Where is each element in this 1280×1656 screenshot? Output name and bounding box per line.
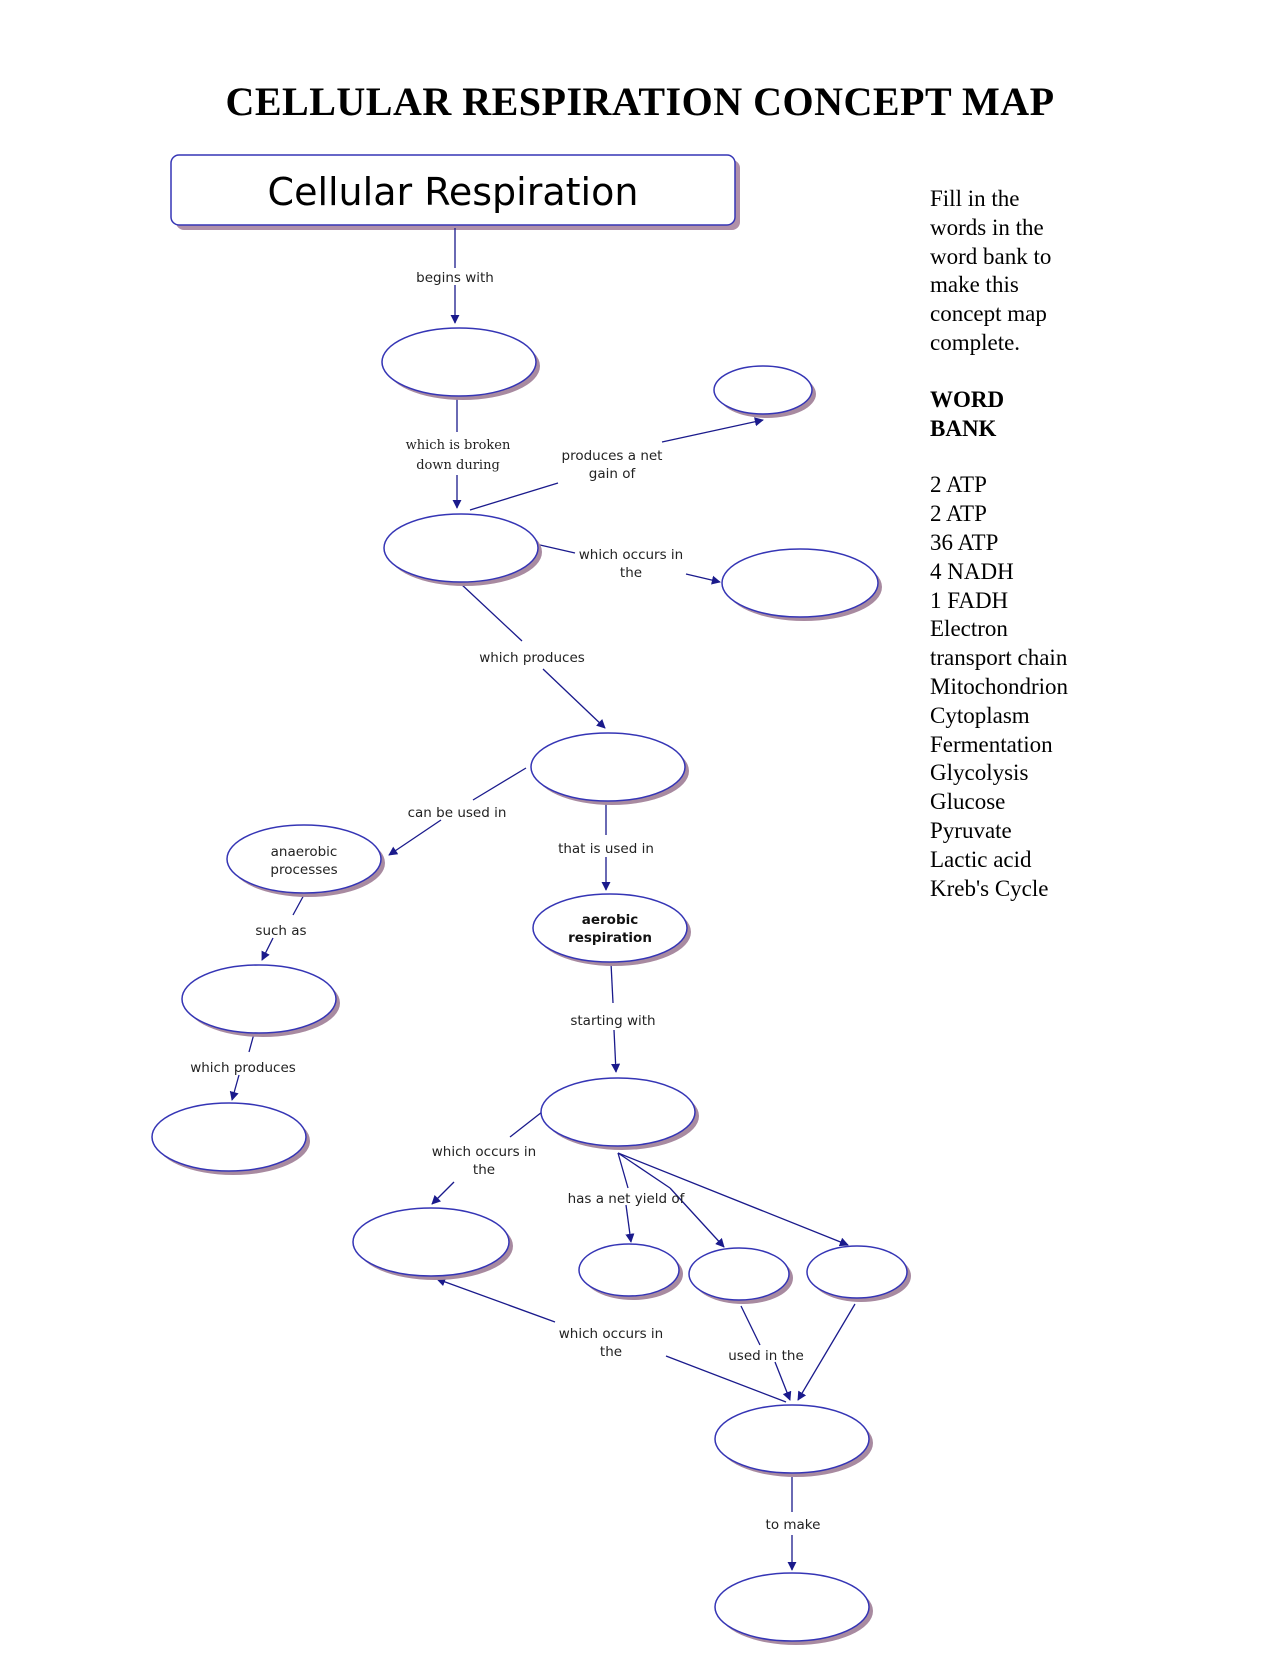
aerobic-label-1: aerobic — [582, 912, 639, 928]
word-bank-title-line: BANK — [930, 415, 997, 441]
instructions-line: word bank to — [930, 243, 1052, 269]
link-line — [472, 767, 527, 801]
side-panel: Fill in the words in the word bank to ma… — [930, 185, 1260, 903]
link-arrow — [617, 1152, 849, 1247]
link-label-occurs-in-1a: which occurs in — [579, 547, 683, 563]
link-arrow — [774, 1361, 792, 1401]
link-arrow — [669, 1187, 725, 1248]
link-arrow — [388, 819, 442, 856]
word-bank-item: 36 ATP — [930, 529, 999, 555]
link-arrow — [261, 937, 274, 961]
link-arrow — [797, 1303, 856, 1401]
page-title: CELLULAR RESPIRATION CONCEPT MAP — [225, 79, 1055, 124]
link-arrow — [625, 1204, 635, 1243]
link-label-occurs-in-2b: the — [473, 1162, 495, 1178]
link-label-used-in-the: used in the — [728, 1348, 804, 1364]
link-label-begins-with: begins with — [416, 270, 494, 286]
node-fermentation — [181, 964, 340, 1037]
word-bank-item: transport chain — [930, 645, 1068, 671]
node-fadh — [806, 1245, 911, 1302]
link-arrow — [542, 668, 606, 729]
node-atp-final — [714, 1572, 873, 1645]
link-label-which-produces-1: which produces — [479, 650, 585, 666]
word-bank-item: Kreb's Cycle — [930, 875, 1049, 901]
node-etc — [714, 1404, 873, 1477]
link-label-such-as: such as — [255, 923, 306, 939]
link-label-occurs-in-1b: the — [620, 565, 642, 581]
link-label-that-is-used-in: that is used in — [558, 841, 654, 857]
node-cytoplasm — [721, 548, 882, 621]
node-glycolysis — [383, 513, 542, 586]
link-line — [665, 1355, 787, 1403]
link-label-occurs-in-3b: the — [600, 1344, 622, 1360]
word-bank-item: Lactic acid — [930, 846, 1032, 872]
link-line — [539, 544, 576, 554]
link-arrow — [229, 1074, 240, 1101]
word-bank-item: Cytoplasm — [930, 702, 1030, 728]
word-bank-item: 2 ATP — [930, 472, 987, 498]
link-label-occurs-in-3a: which occurs in — [559, 1326, 663, 1342]
word-bank-item: 2 ATP — [930, 501, 987, 527]
instructions-line: words in the — [930, 214, 1044, 240]
link-label-to-make: to make — [766, 1517, 821, 1533]
aerobic-label-2: respiration — [568, 930, 652, 946]
link-arrow — [436, 1277, 556, 1323]
word-bank-list: 2 ATP 2 ATP 36 ATP 4 NADH 1 FADH Electro… — [930, 471, 1260, 903]
node-atp-yield — [578, 1243, 683, 1300]
link-arrow — [685, 573, 721, 585]
link-line — [509, 1111, 543, 1138]
node-mitochondrion — [352, 1207, 513, 1280]
link-line — [459, 582, 523, 642]
link-arrow — [661, 417, 764, 443]
word-bank-item: 4 NADH — [930, 558, 1014, 584]
node-glucose — [381, 327, 540, 400]
word-bank-item: 1 FADH — [930, 587, 1009, 613]
anaerobic-label-1: anaerobic — [271, 844, 338, 860]
node-lactic-acid — [151, 1102, 310, 1175]
anaerobic-label-2: processes — [270, 862, 337, 878]
link-label-net-gain-1: produces a net — [562, 448, 663, 464]
node-krebs — [540, 1077, 699, 1150]
link-line — [610, 962, 614, 1004]
link-label-starting-with: starting with — [570, 1013, 655, 1029]
link-arrow — [431, 1181, 455, 1205]
word-bank-title-line: WORD — [930, 386, 1005, 412]
root-label: Cellular Respiration — [268, 170, 639, 214]
root-node: Cellular Respiration — [170, 154, 740, 230]
node-atp-top — [713, 365, 816, 418]
instructions-line: complete. — [930, 329, 1021, 355]
link-label-occurs-in-2a: which occurs in — [432, 1144, 536, 1160]
link-arrow — [611, 1029, 621, 1073]
instructions-line: Fill in the — [930, 186, 1020, 211]
word-bank-item: Electron — [930, 616, 1008, 642]
link-label-net-gain-2: gain of — [589, 466, 637, 482]
link-label-which-produces-2: which produces — [190, 1060, 296, 1076]
word-bank-item: Glycolysis — [930, 760, 1029, 786]
node-pyruvate — [530, 732, 689, 805]
link-label-can-be-used-in: can be used in — [408, 805, 507, 821]
link-line — [617, 1152, 629, 1189]
node-aerobic: aerobic respiration — [532, 893, 691, 966]
word-bank-item: Glucose — [930, 789, 1006, 815]
link-label-net-yield: has a net yield of — [568, 1191, 686, 1207]
instructions-line: make this — [930, 272, 1019, 298]
node-nadh — [688, 1247, 793, 1304]
node-anaerobic: anaerobic processes — [226, 824, 385, 897]
link-line — [740, 1305, 761, 1346]
instructions-line: concept map — [930, 301, 1047, 327]
link-line — [469, 482, 559, 511]
link-line — [617, 1152, 671, 1189]
link-label-broken-down-1: which is broken — [406, 438, 511, 453]
link-label-broken-down-2: down during — [416, 458, 500, 473]
word-bank-item: Pyruvate — [930, 817, 1012, 843]
word-bank-item: Mitochondrion — [930, 673, 1068, 699]
word-bank-title: WORD BANK — [930, 386, 1050, 444]
instructions: Fill in the words in the word bank to ma… — [930, 185, 1080, 358]
word-bank-item: Fermentation — [930, 731, 1053, 757]
